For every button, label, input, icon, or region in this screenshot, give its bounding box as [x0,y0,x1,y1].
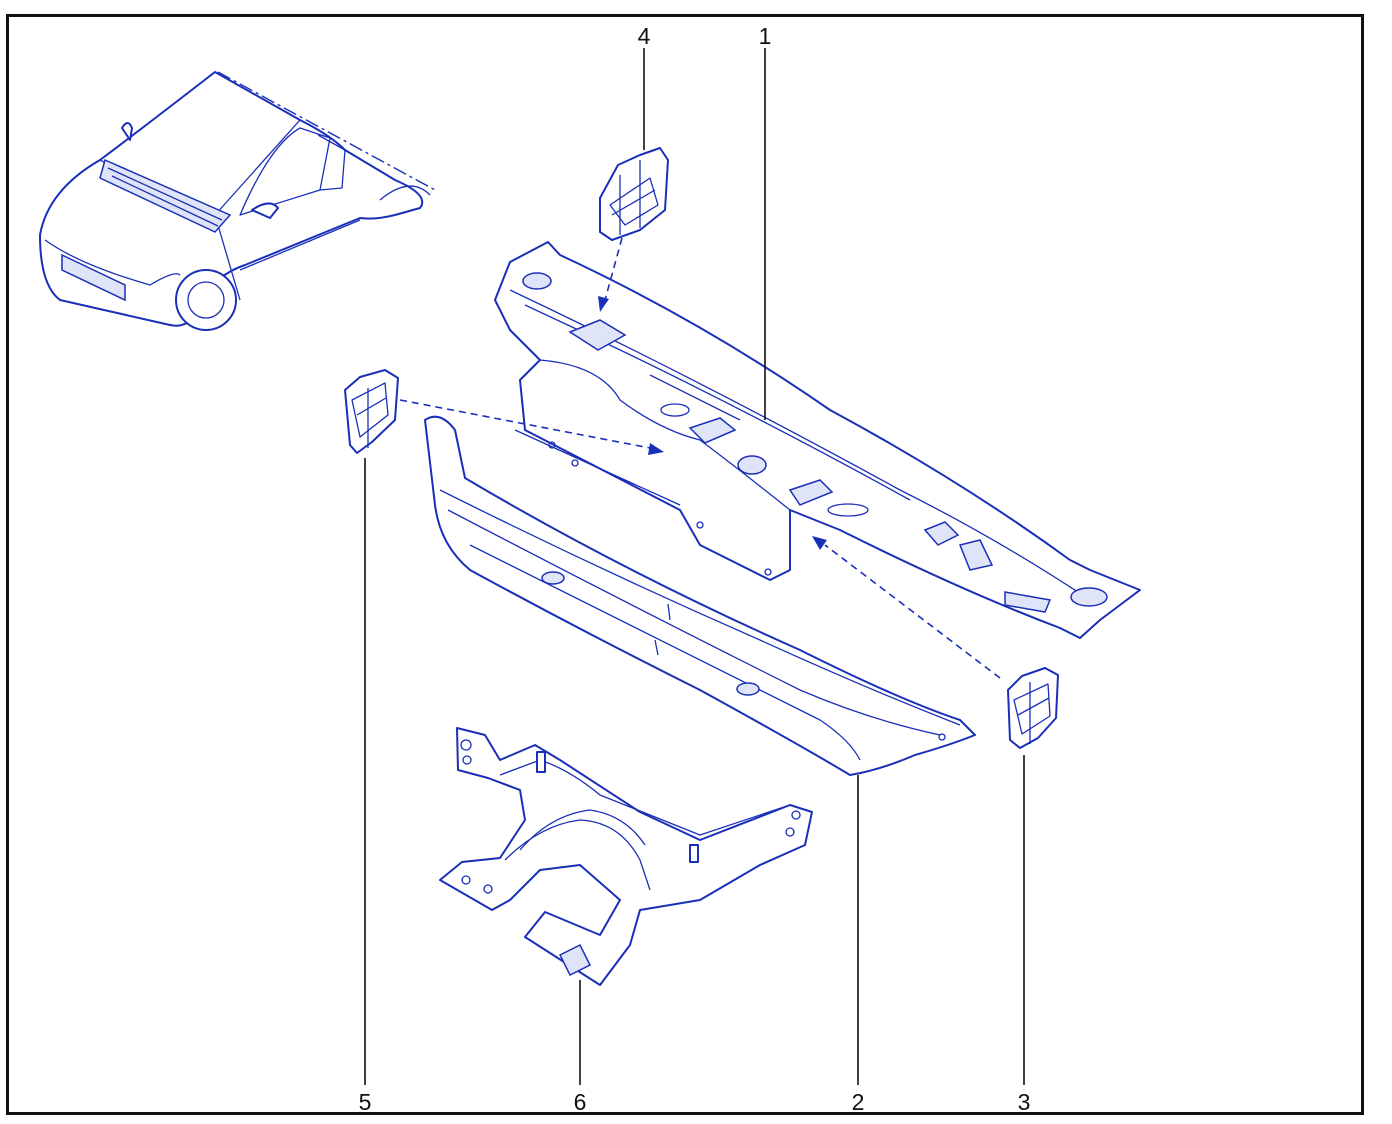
vehicle-locator-illustration [39,71,436,331]
diagram-frame [6,14,1364,1115]
callout-6: 6 [574,1089,587,1115]
part-3-clip [1007,667,1059,749]
part-4-clip [599,147,669,241]
part-2-lower-cross-member [424,415,976,776]
callout-4: 4 [638,23,651,49]
leader-lines [364,48,1025,1085]
callout-2: 2 [852,1089,865,1115]
callout-labels: 4 1 5 6 2 3 [359,23,1031,1115]
callout-1: 1 [759,23,772,49]
part-6-support-bracket [439,727,813,986]
callout-5: 5 [359,1089,372,1115]
part-5-clip [344,369,399,454]
callout-3: 3 [1018,1089,1031,1115]
part-1-upper-cowl-panel [494,241,1141,639]
assembly-arrows [399,237,1001,679]
